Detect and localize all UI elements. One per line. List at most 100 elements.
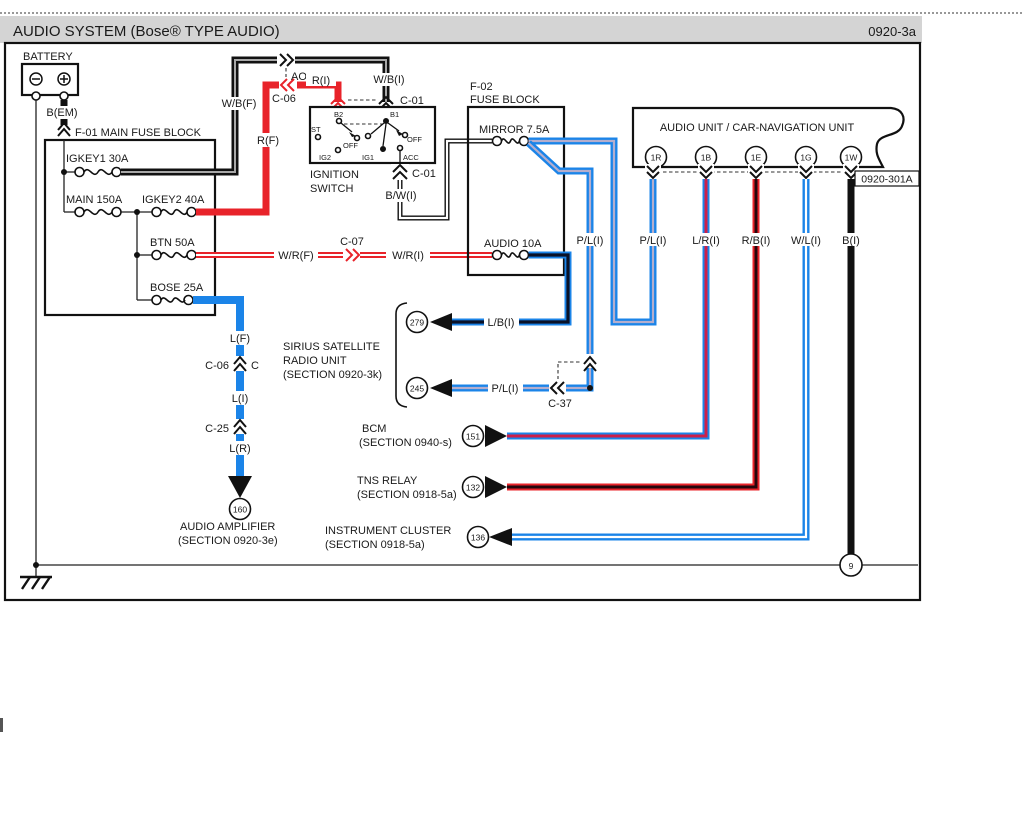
wire-label-wbf: W/B(F) <box>222 98 257 110</box>
terminal-b2: B2 <box>334 110 343 119</box>
pin-1w-label: 1W <box>845 153 858 163</box>
wire-label-pli-1: P/L(I) <box>577 235 604 247</box>
title-bar <box>0 16 922 43</box>
connector-label-c01-bottom: C-01 <box>412 168 436 180</box>
wire-wb: W/B(F) W/B(I) <box>121 52 410 176</box>
amplifier-label: AUDIO AMPLIFIER <box>180 521 275 533</box>
fuse-symbol-mirror <box>491 135 530 147</box>
wire-label-lbi: L/B(I) <box>488 317 515 329</box>
ground-bus <box>20 99 918 590</box>
ground-icon <box>20 575 52 590</box>
wire-label-wri: W/R(I) <box>392 250 424 262</box>
arrow-into-245-icon <box>430 379 452 397</box>
wire-r: AO C-06 R(I) R(F) C-01 <box>196 71 424 216</box>
junction-dot <box>587 385 593 391</box>
fuse-symbol-main <box>74 206 122 218</box>
pin-279-label: 279 <box>410 318 424 328</box>
sirius-label-line1: SIRIUS SATELLITE <box>283 341 380 353</box>
wire-label-ao: AO <box>291 71 307 83</box>
position-off-left: OFF <box>343 141 358 150</box>
wire-bi: B(I) 9 <box>837 179 865 577</box>
fuse-symbol-audio <box>491 249 530 261</box>
wire-bw: C-01 B/W(I) <box>380 138 492 221</box>
left-edge-mark <box>0 718 3 732</box>
connector-c37-chevron-icon <box>549 381 565 395</box>
arrow-into-160-icon <box>228 476 252 498</box>
wire-label-pli-3: P/L(I) <box>492 383 519 395</box>
fuse-label-igkey1: IGKEY1 30A <box>66 153 129 165</box>
connector-c07-chevron-icon <box>345 248 361 262</box>
cluster-section: (SECTION 0918-5a) <box>325 539 425 551</box>
arrow-into-279-icon <box>430 313 452 331</box>
diagram-border <box>3 41 922 602</box>
ignition-label-line2: SWITCH <box>310 183 353 195</box>
fuse-label-audio: AUDIO 10A <box>484 238 542 250</box>
connector-label-c07: C-07 <box>340 236 364 248</box>
fuse-label-mirror: MIRROR 7.5A <box>479 124 550 136</box>
battery-plus-terminal <box>57 72 71 101</box>
page-ref: 0920-3a <box>868 24 916 39</box>
pin-245-label: 245 <box>410 384 424 394</box>
tns-section: (SECTION 0918-5a) <box>357 489 457 501</box>
wire-label-b-em: B(EM) <box>46 107 77 119</box>
pin-1e-label: 1E <box>751 153 762 163</box>
wire-lri: L/R(I) 151 BCM (SECTION 0940-s) <box>359 179 723 449</box>
fuse-label-bose: BOSE 25A <box>150 282 204 294</box>
pin-132 <box>461 475 485 499</box>
fuse-symbol-bose <box>151 294 194 306</box>
connector-chevron-icon <box>583 355 597 372</box>
fuse-label-igkey2: IGKEY2 40A <box>142 194 205 206</box>
connector-label-c06-blue: C-06 <box>205 360 229 372</box>
wire-l: L(F) C-06 C L(I) C-25 L(R) 160 AUDIO AMP… <box>178 296 278 547</box>
pin-1b-label: 1B <box>701 153 712 163</box>
battery: BATTERY B(EM) <box>20 51 82 137</box>
sirius-label-line3: (SECTION 0920-3k) <box>283 369 382 381</box>
wire-pl: C-37 P/L(I) P/L(I) P/L(I) <box>452 137 670 410</box>
wire-label-rf: R(F) <box>257 135 279 147</box>
battery-minus-terminal <box>29 72 43 101</box>
pin-279 <box>405 310 429 334</box>
pin-160-label: 160 <box>233 505 247 515</box>
terminal-acc: ACC <box>403 153 419 162</box>
bracket <box>395 302 408 408</box>
wire-label-lf: L(F) <box>230 333 250 345</box>
fuse-block-f02: F-02 FUSE BLOCK MIRROR 7.5A AUDIO 10A <box>466 81 566 277</box>
audio-unit-title: AUDIO UNIT / CAR-NAVIGATION UNIT <box>660 122 855 134</box>
amplifier-section: (SECTION 0920-3e) <box>178 535 278 547</box>
pin-9-label: 9 <box>849 561 854 571</box>
arrow-from-132-icon <box>485 476 507 498</box>
sirius-label-line2: RADIO UNIT <box>283 355 347 367</box>
f02-label-line2: FUSE BLOCK <box>470 94 540 106</box>
connector-label-c06-c: C <box>251 360 259 372</box>
audio-unit: AUDIO UNIT / CAR-NAVIGATION UNIT 1R 1B 1… <box>631 106 920 187</box>
wire-label-pli-2: P/L(I) <box>640 235 667 247</box>
arrow-into-136-icon <box>489 528 512 546</box>
wire-label-wli: W/L(I) <box>791 235 821 247</box>
wire-label-wbi: W/B(I) <box>373 74 404 86</box>
pin-136-label: 136 <box>471 533 485 543</box>
terminal-st: ST <box>311 125 321 134</box>
pin-151-label: 151 <box>466 432 480 442</box>
f01-title: F-01 MAIN FUSE BLOCK <box>75 127 202 139</box>
bcm-label: BCM <box>362 423 386 435</box>
connector-c01-chevron-icon <box>392 163 408 180</box>
arrow-from-151-icon <box>485 425 507 447</box>
wire-label-wrf: W/R(F) <box>278 250 313 262</box>
pin-151 <box>461 424 485 448</box>
terminal-ig1: IG1 <box>362 153 374 162</box>
pin-1g-label: 1G <box>800 153 811 163</box>
cluster-label: INSTRUMENT CLUSTER <box>325 525 451 537</box>
wire-label-bi: B(I) <box>842 235 860 247</box>
main-fuse-block-f01: F-01 MAIN FUSE BLOCK IGKEY1 30A MAIN 150… <box>43 127 217 317</box>
f02-label-line1: F-02 <box>470 81 493 93</box>
connector-label-c06: C-06 <box>272 93 296 105</box>
connector-c06-chevron-icon <box>279 78 295 92</box>
pin-1r-label: 1R <box>651 153 662 163</box>
wire-label-bwi: B/W(I) <box>385 190 416 202</box>
pin-136 <box>466 525 490 549</box>
wire-label-li: L(I) <box>232 393 249 405</box>
page-title: AUDIO SYSTEM (Bose® TYPE AUDIO) <box>13 23 280 40</box>
terminal-b1: B1 <box>390 110 399 119</box>
